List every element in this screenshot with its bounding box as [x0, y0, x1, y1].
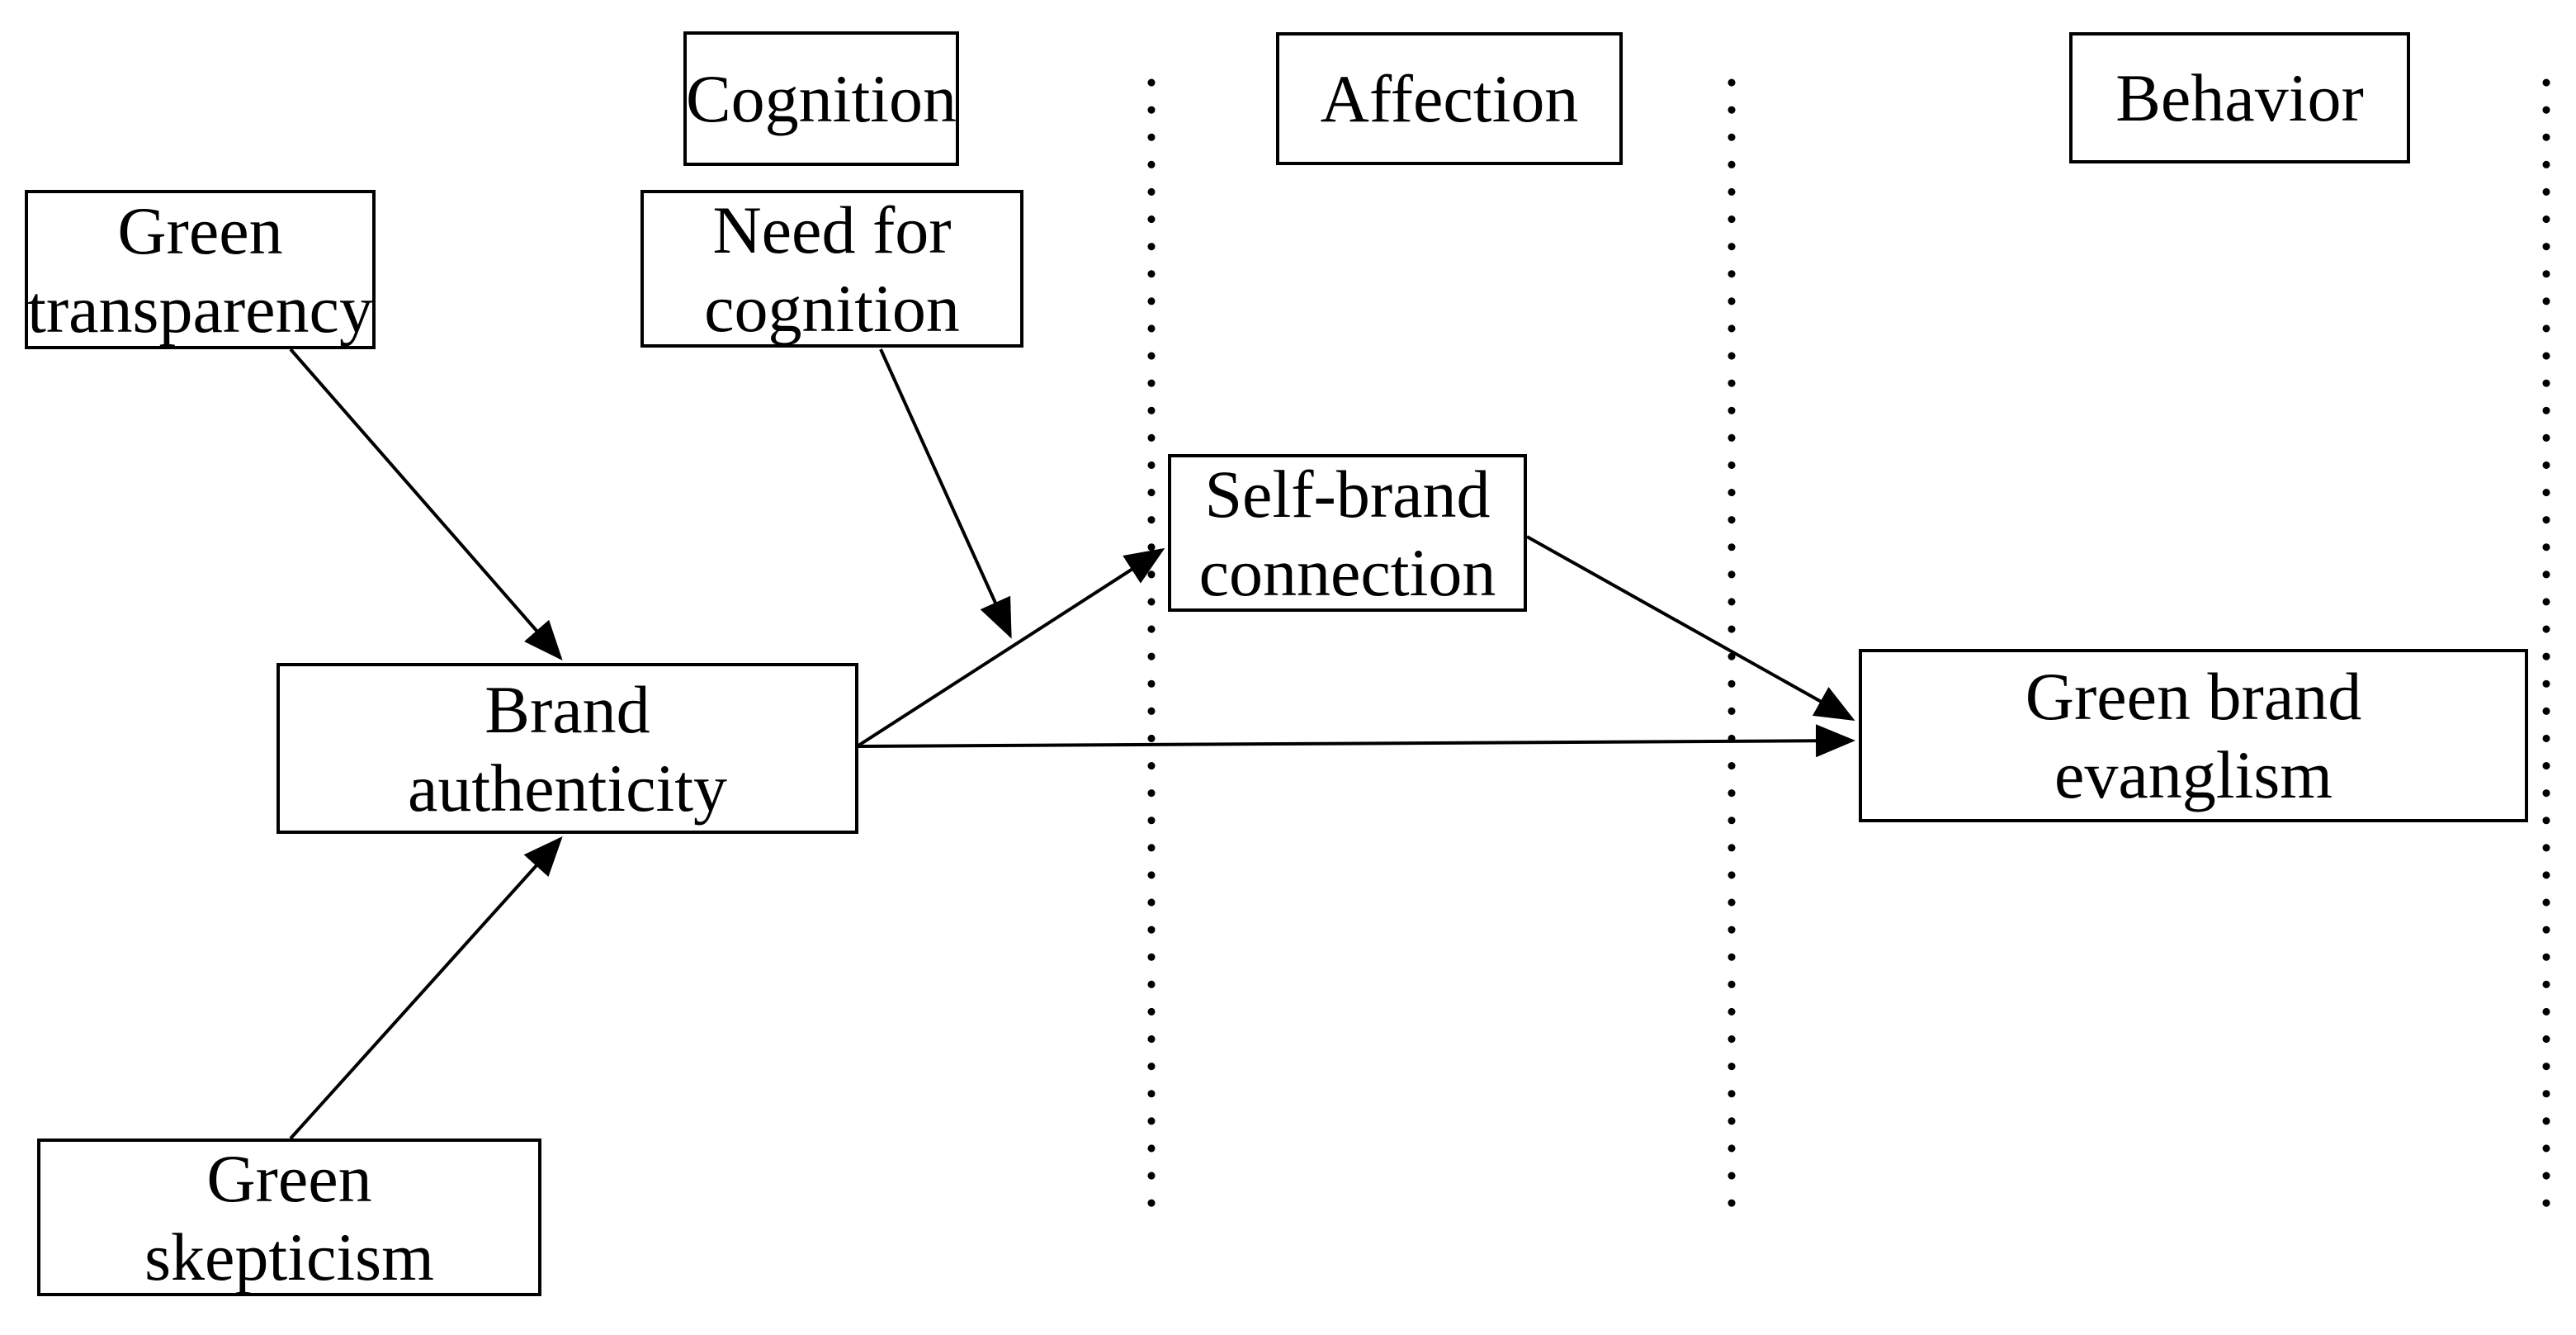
node-need-for-cognition: Need for cognition — [640, 190, 1023, 348]
node-self-brand-connection: Self-brand connection — [1168, 454, 1527, 612]
node-brand-authenticity: Brand authenticity — [277, 663, 858, 834]
edge-self-brand-connection-to-green-brand-evanglism — [1526, 535, 1855, 721]
edge-brand-authenticity-to-green-brand-evanglism — [858, 724, 1855, 758]
node-green-brand-evanglism: Green brand evanglism — [1859, 649, 2528, 822]
stage-header-cognition: Cognition — [683, 31, 959, 166]
stage-header-behavior: Behavior — [2069, 32, 2410, 163]
node-green-skepticism: Green skepticism — [37, 1139, 541, 1296]
stage-header-affection: Affection — [1276, 32, 1623, 165]
node-green-transparency: Green transparency — [25, 190, 376, 349]
edge-brand-authenticity-to-self-brand-connection — [857, 547, 1165, 747]
edge-need-for-cognition-moderation — [879, 348, 1012, 639]
edge-green-skepticism-to-brand-authenticity — [289, 836, 563, 1140]
edge-green-transparency-to-brand-authenticity — [289, 348, 563, 661]
